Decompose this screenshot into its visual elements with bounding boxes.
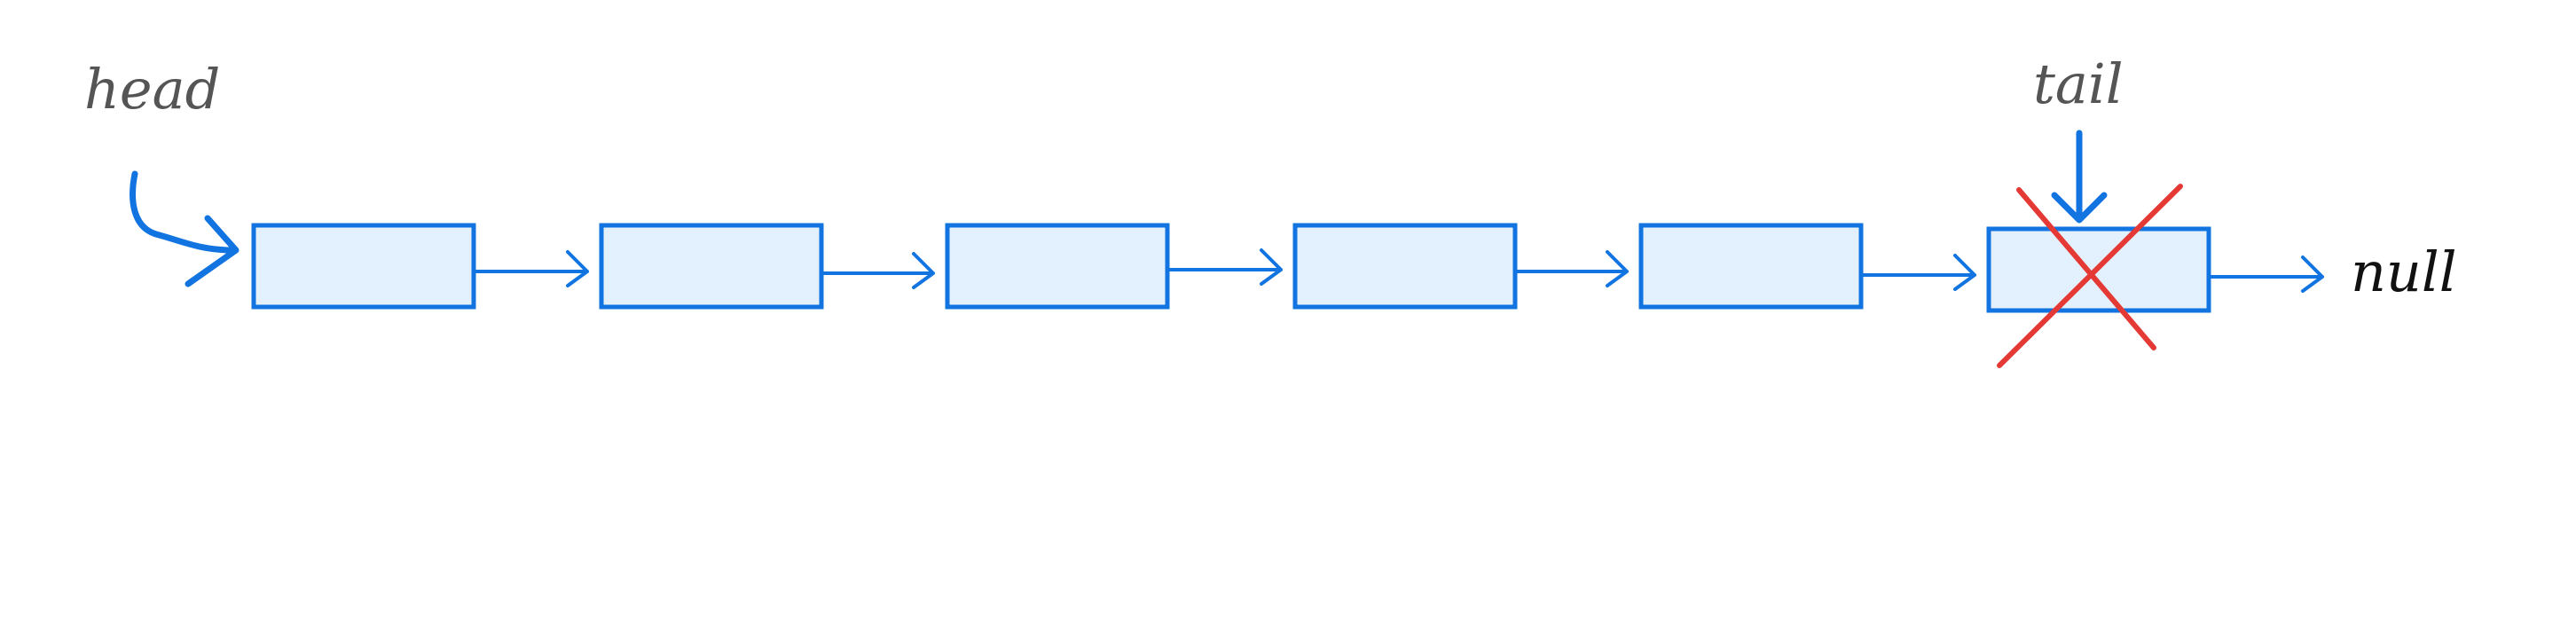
next-arrow-1 — [474, 250, 589, 287]
list-node-3 — [945, 223, 1170, 310]
list-node-2 — [599, 223, 824, 310]
list-node-4 — [1292, 223, 1518, 310]
list-node-1 — [251, 223, 476, 310]
next-pointers — [474, 248, 2324, 293]
tail-label: tail — [2033, 51, 2124, 116]
list-node-5 — [1638, 223, 1864, 310]
tail-pointer-arrow — [2051, 130, 2108, 224]
next-arrow-4 — [1515, 250, 1629, 287]
next-arrow-to-null — [2209, 255, 2324, 293]
head-pointer-arrowhead — [185, 215, 240, 287]
head-pointer-arrow — [130, 170, 236, 254]
next-arrow-2 — [821, 252, 935, 289]
next-arrow-3 — [1167, 248, 1283, 286]
next-arrow-5 — [1861, 254, 1976, 291]
node-group — [251, 223, 2211, 313]
null-label: null — [2351, 240, 2457, 304]
tail-node-cross — [1997, 184, 2183, 368]
head-label: head — [84, 57, 220, 122]
